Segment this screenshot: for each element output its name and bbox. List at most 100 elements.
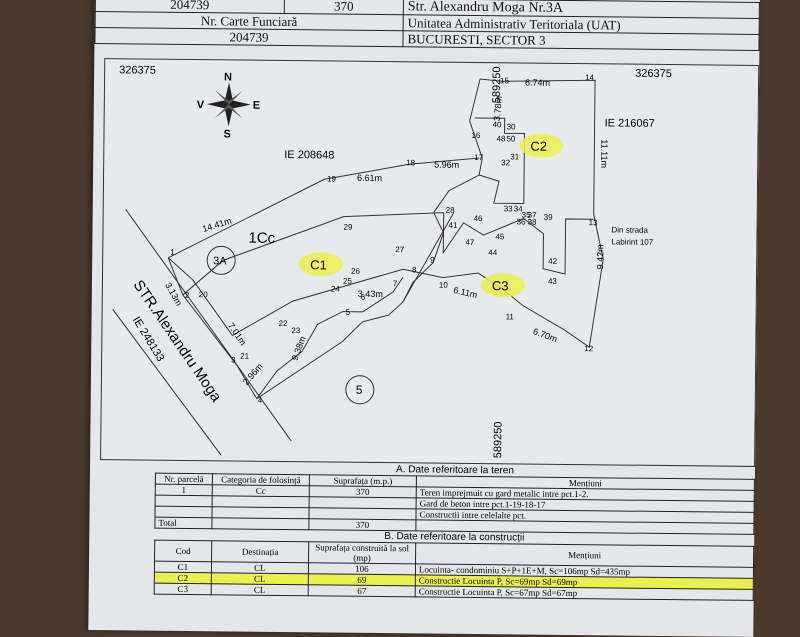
ie-east: IE 216067	[605, 117, 655, 130]
pt-13: 13	[589, 218, 599, 227]
pt-34: 34	[514, 204, 524, 213]
dim-6-11: 6.11m	[452, 285, 478, 300]
pt-50: 50	[506, 134, 516, 143]
pt-24: 24	[331, 284, 341, 293]
uat: BUCURESTI, SECTOR 3	[402, 30, 760, 51]
pt-43: 43	[548, 277, 558, 286]
sec-a-total: 370	[308, 518, 416, 531]
sec-a-total-label: Total	[154, 517, 212, 529]
pt-9: 9	[430, 256, 435, 265]
pt-32: 32	[501, 158, 511, 167]
sec-b-h-dest: Destinația	[211, 540, 309, 563]
pt-3: 3	[231, 355, 236, 364]
sec-a-nr: 1	[155, 484, 213, 496]
pt-16: 16	[471, 131, 481, 140]
compass-n: N	[224, 71, 232, 83]
pt-18: 18	[406, 158, 416, 167]
dim-14-41: 14.41m	[201, 216, 233, 235]
pt-23: 23	[291, 326, 301, 335]
din-strada-2: Labirint 107	[611, 237, 653, 246]
pt-20: 20	[199, 290, 209, 299]
pt-7: 7	[393, 279, 398, 288]
pt-5: 5	[346, 308, 351, 317]
pt-26: 26	[351, 267, 361, 276]
pt-15: 15	[500, 76, 510, 85]
nr-3a-circle	[206, 245, 236, 275]
sec-b-cod: C2	[154, 572, 212, 584]
pt-22: 22	[278, 319, 288, 328]
nr-5: 5	[356, 383, 363, 397]
sec-a-h-nr: Nr. parcelă	[155, 473, 213, 485]
pt-35: 35	[522, 210, 532, 219]
dim-3-43: 3.43m	[358, 289, 383, 299]
pt-2: 2	[185, 291, 190, 300]
pt-37: 37	[528, 211, 538, 220]
pt-47: 47	[465, 238, 475, 247]
suprafata: 370	[284, 0, 404, 15]
compass-v: V	[197, 99, 205, 111]
pt-48: 48	[496, 134, 506, 143]
compass-icon	[206, 82, 251, 127]
section-a-table: Nr. parcelă Categoria de folosință Supra…	[154, 473, 755, 535]
dim-7-01: 7.01m	[226, 321, 248, 347]
header-table: 204739 370 Str. Alexandru Moga Nr.3A Nr.…	[94, 0, 760, 51]
pt-19: 19	[327, 174, 337, 183]
coord-bottom-vertical: 589250	[492, 421, 504, 458]
pt-42: 42	[548, 257, 558, 266]
pt-6: 6	[361, 293, 366, 302]
pt-1: 1	[170, 248, 175, 257]
coord-top-left: 326375	[119, 64, 156, 76]
dim-6-70: 6.70m	[532, 326, 559, 344]
c3-highlight	[480, 273, 525, 298]
dim-2-96: 2.96m	[241, 361, 265, 387]
pt-33: 33	[504, 204, 514, 213]
coord-top-right: 326375	[635, 68, 672, 80]
pt-41: 41	[449, 221, 459, 230]
pt-27: 27	[395, 245, 405, 254]
pt-38: 38	[528, 218, 538, 227]
data-tables: A. Date referitoare la teren Nr. parcelă…	[154, 462, 755, 601]
pt-17: 17	[474, 153, 484, 162]
sec-a-h-cat: Categoria de folosință	[212, 473, 310, 486]
parcel-label: 1Cc	[248, 230, 275, 247]
sec-b-sup: 67	[308, 584, 416, 597]
compass-e: E	[253, 100, 260, 112]
c1-highlight	[299, 252, 344, 277]
pt-40: 40	[493, 120, 503, 129]
din-strada-1: Din strada	[611, 225, 648, 234]
pt-12: 12	[584, 344, 594, 353]
dim-5-96: 5.96m	[434, 160, 459, 170]
nr-carte-funciara: 204739	[94, 27, 404, 47]
dim-9-42: 9.42m	[595, 244, 605, 269]
c1-label: C1	[310, 257, 327, 272]
nr-3a: 3A	[213, 255, 227, 267]
pt-31: 31	[510, 152, 520, 161]
dim-6-74: 6.74m	[525, 78, 550, 88]
c2-label: C2	[530, 139, 547, 154]
pt-21: 21	[240, 352, 250, 361]
point-numbers: 1 2 3 4 5 6 7 8 9 10 11 12 13 14 15 16 1…	[170, 73, 599, 405]
coord-top-vertical: 589250	[491, 66, 503, 103]
ie-north: IE 208648	[284, 149, 334, 162]
pt-8: 8	[412, 265, 417, 274]
pt-14: 14	[585, 73, 595, 82]
sec-b-dest: CL	[211, 583, 309, 596]
pt-10: 10	[439, 281, 449, 290]
dim-3-13: 3.13m	[163, 281, 184, 308]
pt-29: 29	[343, 223, 353, 232]
compass-s: S	[223, 128, 230, 140]
pt-30: 30	[507, 122, 517, 131]
pt-39: 39	[544, 213, 554, 222]
pt-11: 11	[506, 312, 515, 321]
c2-highlight	[519, 133, 564, 158]
pt-4: 4	[258, 396, 263, 405]
pt-44: 44	[488, 248, 498, 257]
sec-b-cod: C1	[154, 561, 212, 573]
dim-9-38: 9.38m	[290, 335, 308, 362]
sec-b-h-sup: Suprafața construită la sol (mp)	[308, 541, 416, 564]
dim-6-61: 6.61m	[357, 173, 382, 183]
site-plan: 326375 326375 589250 589250 N S E V IE 2…	[100, 58, 760, 467]
cadastral-sheet: 204739 370 Str. Alexandru Moga Nr.3A Nr.…	[88, 0, 760, 637]
dim-3-78: 3.78m	[492, 96, 504, 122]
sec-b-cod: C3	[154, 583, 212, 595]
